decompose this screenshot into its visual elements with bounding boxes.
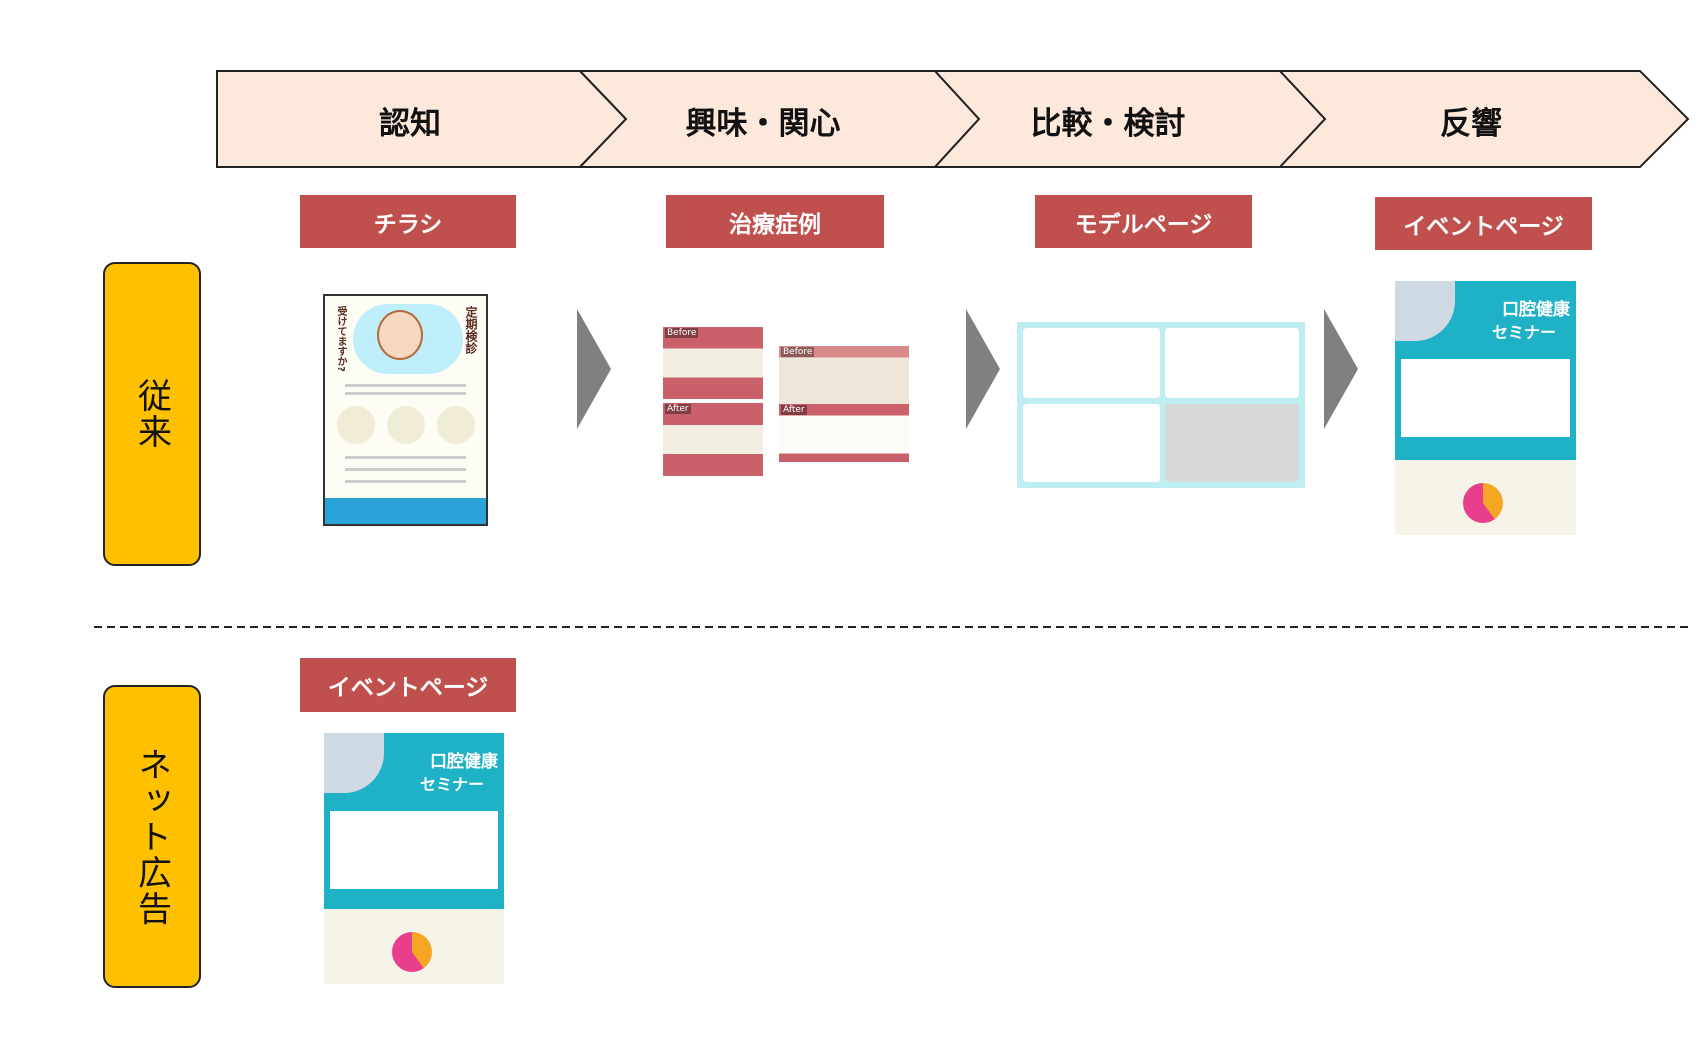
stage-label: 反響	[1440, 106, 1502, 142]
event-page-thumbnail: 口腔健康 セミナー	[1395, 281, 1576, 535]
tag-case-study: 治療症例	[666, 195, 884, 248]
event-subtitle: セミナー	[419, 775, 484, 794]
stage-label: 興味・関心	[685, 106, 841, 142]
divider-dashed	[94, 626, 1688, 628]
after-label: After	[665, 404, 691, 414]
stage-label: 認知	[379, 106, 441, 142]
flyer-headline: 定期検診	[464, 306, 478, 354]
before-label: Before	[665, 328, 699, 338]
row-label-traditional: 従来	[103, 262, 201, 566]
before-photo: Before	[663, 327, 763, 399]
stage-chevrons	[216, 70, 1690, 168]
arrow-right-icon	[577, 309, 611, 429]
tag-flyer: チラシ	[300, 195, 516, 248]
after-label: After	[781, 405, 807, 415]
online-event-page-thumbnail: 口腔健康 セミナー	[324, 733, 504, 984]
before-photo-2: Before	[779, 346, 909, 404]
before-label: Before	[781, 347, 815, 357]
arrow-right-icon	[1324, 309, 1358, 429]
chevron-response	[1277, 70, 1690, 168]
event-title: 口腔健康	[430, 752, 498, 772]
flyer-headline2: 受けてますか?	[335, 306, 346, 372]
stage-label: 比較・検討	[1030, 106, 1186, 142]
row-label-text: ネット広告	[131, 746, 172, 927]
after-photo-2: After	[779, 404, 909, 462]
tag-model-page: モデルページ	[1035, 195, 1252, 248]
patient-illustration	[377, 310, 423, 360]
event-subtitle: セミナー	[1491, 323, 1556, 342]
flyer-thumbnail: 定期検診 受けてますか?	[323, 294, 488, 526]
event-title: 口腔健康	[1502, 300, 1570, 320]
arrow-right-icon	[966, 309, 1000, 429]
tag-online-event-page: イベントページ	[300, 658, 516, 712]
row-label-online: ネット広告	[103, 685, 201, 988]
after-photo: After	[663, 403, 763, 476]
model-page-thumbnail	[1017, 322, 1305, 488]
row-label-text: 従来	[131, 378, 172, 450]
tag-event-page: イベントページ	[1375, 197, 1592, 250]
